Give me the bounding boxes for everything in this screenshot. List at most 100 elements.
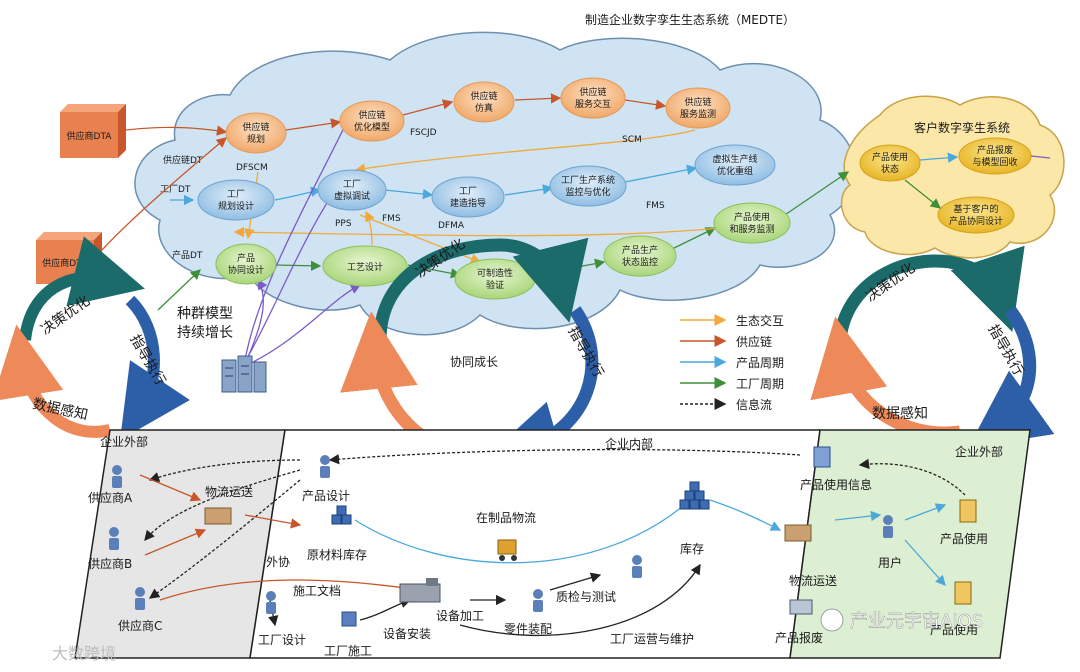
svg-text:工厂: 工厂 bbox=[459, 186, 477, 197]
svg-text:产品报废: 产品报废 bbox=[977, 144, 1013, 156]
node-supply-chain-plan: 供应链 规划 bbox=[225, 112, 287, 154]
svg-text:工厂: 工厂 bbox=[343, 179, 361, 190]
label-assembly: 零件装配 bbox=[504, 622, 552, 636]
label-ops-maintenance: 工厂运营与维护 bbox=[610, 632, 694, 646]
physical-edges bbox=[139, 448, 966, 637]
svg-text:状态监控: 状态监控 bbox=[622, 256, 658, 268]
svg-text:产品: 产品 bbox=[237, 252, 255, 264]
label-usage-info: 产品使用信息 bbox=[800, 477, 872, 492]
node-product-status-monitor: 产品生产 状态监控 bbox=[603, 235, 677, 277]
label-construction-doc: 施工文档 bbox=[293, 583, 341, 598]
customer-edges bbox=[904, 152, 1051, 209]
legend-label-eco: 生态交互 bbox=[736, 313, 784, 328]
supplier-dt-b-label: 供应商DTB bbox=[42, 257, 88, 269]
edge-label-pps: PPS bbox=[335, 219, 352, 229]
edge-label-fscjd: FSCJD bbox=[410, 128, 437, 138]
svg-text:供应链: 供应链 bbox=[470, 90, 497, 102]
middle-panel-title: 企业内部 bbox=[605, 436, 653, 451]
row-label-product-dt: 产品DT bbox=[172, 249, 203, 261]
node-manufacturability-verify: 可制造性 验证 bbox=[454, 258, 536, 300]
svg-text:和服务监测: 和服务监测 bbox=[729, 223, 774, 235]
svg-text:仿真: 仿真 bbox=[475, 102, 493, 114]
customer-node-collab-design: 基于客户的 产品协同设计 bbox=[937, 196, 1015, 234]
label-product-use-2: 产品使用 bbox=[930, 622, 978, 637]
edge-label-dfma: DFMA bbox=[438, 221, 465, 231]
truck-icon bbox=[204, 507, 812, 542]
svg-text:规划: 规划 bbox=[247, 133, 265, 145]
label-outsourcing: 外协 bbox=[266, 554, 290, 569]
legend-label-supply: 供应链 bbox=[736, 334, 772, 349]
svg-text:服务监测: 服务监测 bbox=[680, 108, 716, 120]
node-supply-chain-optimization: 供应链 优化模型 bbox=[339, 100, 405, 142]
svg-text:规划设计: 规划设计 bbox=[218, 200, 254, 212]
svg-text:供应链: 供应链 bbox=[242, 121, 269, 133]
supplier-dt-a-box: 供应商DTA bbox=[60, 104, 126, 158]
person-icon bbox=[109, 455, 893, 614]
svg-text:虚拟生产线: 虚拟生产线 bbox=[712, 153, 757, 165]
svg-text:优化重组: 优化重组 bbox=[717, 165, 753, 177]
population-label-1: 种群模型 bbox=[177, 306, 233, 322]
cycle-left bbox=[0, 236, 190, 440]
label-equipment-install: 设备安装 bbox=[383, 626, 431, 641]
label-supplier-c: 供应商C bbox=[118, 618, 162, 633]
left-panel bbox=[74, 429, 286, 659]
node-supply-chain-simulation: 供应链 仿真 bbox=[453, 81, 515, 123]
svg-text:优化模型: 优化模型 bbox=[354, 121, 390, 133]
label-supplier-b: 供应商B bbox=[88, 556, 132, 571]
label-product-use-1: 产品使用 bbox=[940, 531, 988, 546]
legend-label-product: 产品周期 bbox=[736, 356, 784, 370]
label-logistics-in: 物流运送 bbox=[205, 484, 253, 499]
watermark-right: 产业元宇宙AIOS bbox=[820, 608, 983, 632]
svg-text:虚拟调试: 虚拟调试 bbox=[334, 190, 370, 202]
watermark-left: 大数跨境 bbox=[52, 644, 116, 663]
edge-label-scm: SCM bbox=[622, 135, 642, 145]
svg-text:产品生产: 产品生产 bbox=[622, 244, 658, 256]
supplier-dt-a-label: 供应商DTA bbox=[67, 130, 113, 142]
node-supply-chain-service-monitor: 供应链 服务监测 bbox=[665, 87, 731, 129]
node-factory-virtual-commissioning: 工厂 虚拟调试 bbox=[317, 169, 387, 211]
right-panel-title: 企业外部 bbox=[955, 444, 1003, 459]
label-user: 用户 bbox=[878, 555, 902, 570]
label-qc: 质检与测试 bbox=[556, 589, 616, 604]
forklift-icon bbox=[497, 539, 517, 561]
customer-node-scrap-recycle: 产品报废 与模型回收 bbox=[958, 137, 1032, 175]
node-factory-build-guide: 工厂 建造指导 bbox=[431, 176, 505, 218]
document-icon bbox=[341, 446, 831, 627]
machine-icon bbox=[399, 578, 441, 603]
svg-text:服务交互: 服务交互 bbox=[575, 98, 611, 110]
population-label-2: 持续增长 bbox=[177, 324, 233, 341]
label-logistics-out: 物流运送 bbox=[789, 573, 837, 588]
svg-text:监控与优化: 监控与优化 bbox=[565, 186, 610, 198]
legend: 生态交互 供应链 产品周期 工厂周期 信息流 bbox=[680, 313, 784, 412]
collab-growth-label: 协同成长 bbox=[450, 354, 498, 369]
legend-label-info: 信息流 bbox=[736, 397, 772, 412]
diagram-title: 制造企业数字孪生生态系统（MEDTE） bbox=[585, 12, 795, 27]
label-scrap: 产品报废 bbox=[775, 630, 823, 645]
node-product-use-service-monitor: 产品使用 和服务监测 bbox=[713, 202, 791, 244]
svg-text:产品使用: 产品使用 bbox=[872, 151, 908, 163]
svg-text:基于客户的: 基于客户的 bbox=[953, 203, 998, 215]
svg-text:状态: 状态 bbox=[881, 163, 899, 175]
node-factory-plan-design: 工厂 规划设计 bbox=[197, 179, 275, 221]
svg-text:与模型回收: 与模型回收 bbox=[972, 156, 1017, 168]
customer-node-usage-status: 产品使用 状态 bbox=[859, 144, 921, 182]
appliance-icon bbox=[789, 499, 977, 615]
box-stack-icon bbox=[331, 481, 710, 525]
cycle-right-sense: 数据感知 bbox=[872, 405, 928, 422]
edge-label-fms-1: FMS bbox=[382, 214, 401, 224]
server-rack-icon bbox=[221, 355, 267, 393]
label-supplier-a: 供应商A bbox=[88, 490, 133, 505]
label-product-design: 产品设计 bbox=[302, 489, 350, 503]
node-process-design: 工艺设计 bbox=[322, 245, 408, 287]
svg-text:产品协同设计: 产品协同设计 bbox=[949, 215, 1003, 227]
svg-text:建造指导: 建造指导 bbox=[450, 197, 486, 209]
svg-text:工艺设计: 工艺设计 bbox=[347, 261, 383, 273]
node-virtual-line-reorg: 虚拟生产线 优化重组 bbox=[694, 144, 776, 186]
svg-text:工厂: 工厂 bbox=[227, 189, 245, 200]
label-inventory: 库存 bbox=[680, 541, 704, 556]
customer-title: 客户数字孪生系统 bbox=[914, 120, 1010, 135]
svg-text:工厂生产系统: 工厂生产系统 bbox=[561, 174, 615, 186]
svg-text:协同设计: 协同设计 bbox=[228, 264, 264, 276]
row-label-supply-chain-dt: 供应链DT bbox=[163, 154, 203, 166]
